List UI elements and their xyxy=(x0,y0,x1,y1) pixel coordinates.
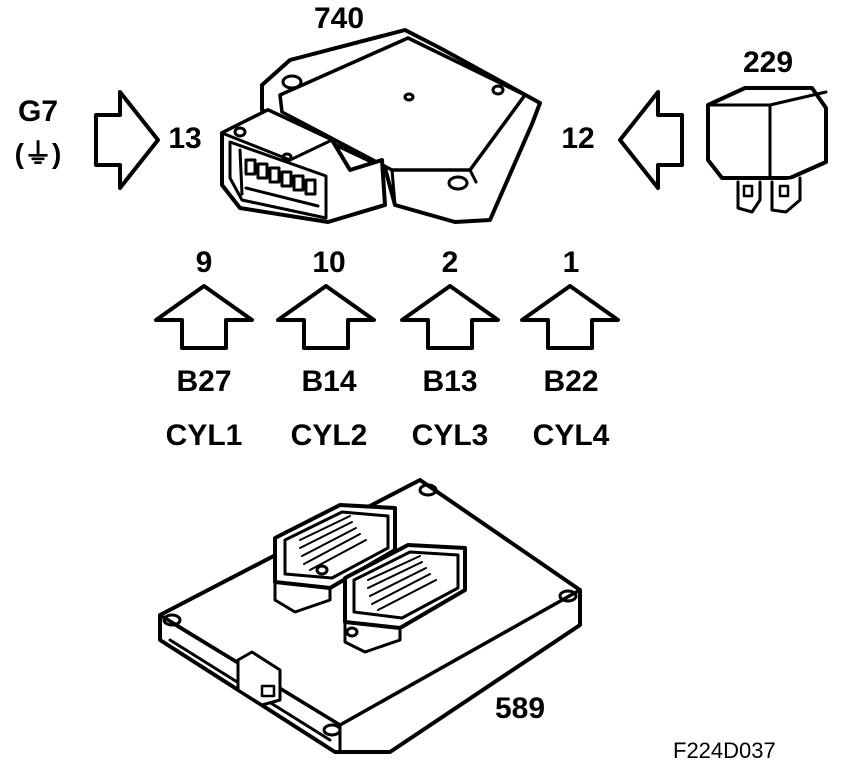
cylinder-pin-number: 1 xyxy=(562,246,580,279)
sensor-label: B14 xyxy=(301,365,357,398)
cylinder-label: CYL1 xyxy=(165,419,243,452)
ignition-module-number: 740 xyxy=(313,2,365,35)
relay-229 xyxy=(706,86,828,214)
figure-id: F224D037 xyxy=(673,738,776,763)
cylinder-pin-number: 10 xyxy=(312,246,346,279)
cylinder-arrows xyxy=(154,284,620,350)
ground-input-arrow xyxy=(94,90,160,190)
cylinder-label: CYL4 xyxy=(532,419,610,452)
ground-pin-number: 13 xyxy=(168,122,202,155)
ground-label: G7 xyxy=(17,95,59,128)
sensor-label: B22 xyxy=(543,365,599,398)
relay-pin-number: 12 xyxy=(561,122,595,155)
sensor-label: B27 xyxy=(176,365,232,398)
ignition-module-740 xyxy=(220,28,542,224)
cylinder-pin-number: 9 xyxy=(195,246,213,279)
control-module-number: 589 xyxy=(494,692,546,725)
sensor-label: B13 xyxy=(422,365,478,398)
ground-symbol-icon: (⏚) xyxy=(14,138,62,169)
cylinder-pin-number: 2 xyxy=(441,246,459,279)
relay-number: 229 xyxy=(742,46,794,79)
cylinder-label: CYL3 xyxy=(411,419,489,452)
relay-input-arrow xyxy=(618,90,684,190)
control-module-589 xyxy=(158,478,582,754)
cylinder-label: CYL2 xyxy=(290,419,368,452)
